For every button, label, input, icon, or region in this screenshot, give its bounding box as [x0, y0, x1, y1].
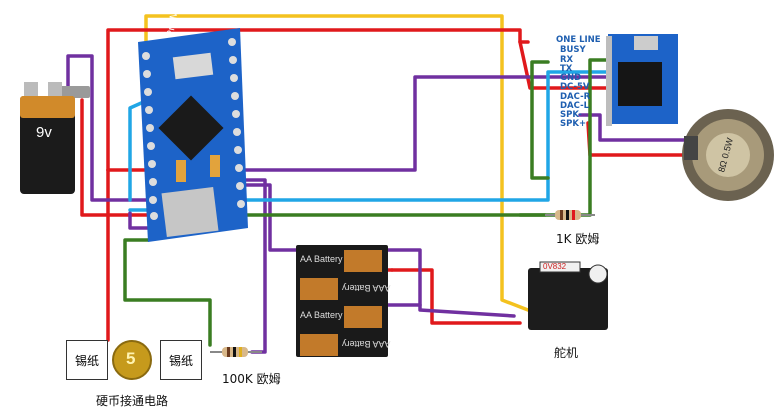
caption-coin-circuit: 硬币接通电路 — [96, 394, 169, 408]
aa-cell-label: AAA Battery — [342, 339, 391, 349]
foil-pad-right: 锡纸 — [160, 340, 202, 380]
caption-servo: 舵机 — [554, 346, 579, 360]
mp3-pin-label: TX — [560, 64, 573, 74]
wire-purple-coin — [128, 211, 150, 230]
wire-red-servo — [390, 268, 522, 325]
mp3-pin-label: GND — [560, 73, 582, 83]
wire-green-mp3 — [530, 60, 550, 180]
mp3-pin-label: DAC-L — [560, 101, 590, 111]
coin-digit: 5 — [126, 349, 136, 368]
servo-top-label: 0V832 — [543, 262, 567, 271]
mp3-pin-label: BUSY — [560, 45, 586, 55]
wire-red-vcc-mp3 — [106, 28, 530, 172]
caption-1k: 1K 欧姆 — [556, 232, 600, 246]
resistor-1k — [545, 210, 595, 220]
mp3-pin-label: SPK- — [560, 110, 582, 120]
resistor-100k — [210, 347, 262, 357]
aa-cell-label: AA Battery — [300, 310, 343, 320]
wire-blue-rx — [238, 70, 614, 202]
wire-purple-battery — [66, 54, 150, 202]
coin — [112, 340, 152, 380]
mp3-pin-label: DAC-R — [560, 92, 591, 102]
aa-cell-label: AA Battery — [300, 254, 343, 264]
wire-green-coin — [123, 238, 212, 347]
battery-9v — [20, 82, 90, 194]
foil-pad-left: 锡纸 — [66, 340, 108, 380]
wire-red-battery — [80, 98, 150, 217]
speaker — [682, 109, 774, 201]
mp3-pin-label: SPK+ — [560, 119, 587, 129]
mp3-pin-label: ONE LINE — [556, 35, 601, 45]
caption-100k: 100K 欧姆 — [222, 372, 281, 386]
aa-battery-pack — [296, 245, 388, 357]
mp3-pin-label: RX — [560, 55, 574, 65]
servo — [528, 261, 608, 330]
wire-red-mp3-5v — [518, 40, 614, 90]
aa-cell-label: AAA Battery — [342, 283, 391, 293]
wire-yellow-busy — [144, 14, 530, 312]
pro-micro-board — [138, 28, 248, 242]
mp3-pin-label: DC-5V — [560, 82, 590, 92]
wire-purple-gnd-mp3 — [238, 75, 614, 172]
mp3-module — [606, 34, 678, 126]
wire-green-tx — [238, 58, 614, 217]
battery-label: 9v — [36, 124, 52, 141]
